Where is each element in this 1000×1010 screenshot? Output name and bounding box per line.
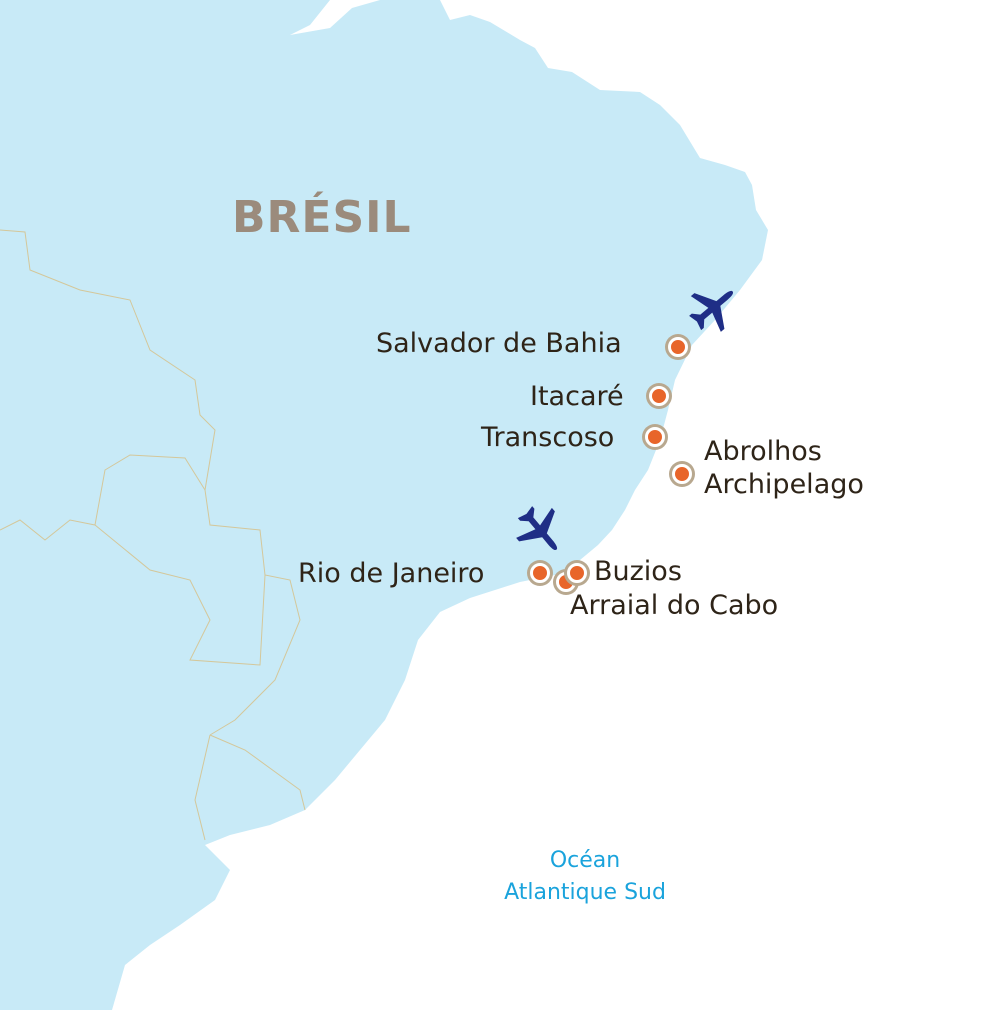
- destination-label[interactable]: Buzios: [594, 556, 682, 587]
- country-borders: [0, 229, 306, 841]
- country-label: BRÉSIL: [232, 192, 412, 243]
- destination-label[interactable]: Itacaré: [530, 381, 624, 412]
- destination-label[interactable]: Abrolhos: [704, 436, 822, 467]
- location-dot-icon[interactable]: [668, 337, 688, 357]
- location-dot-icon[interactable]: [672, 464, 692, 484]
- land-area: [0, 0, 768, 1010]
- airplane-icon: [512, 502, 568, 562]
- location-dot-icon[interactable]: [649, 386, 669, 406]
- airplane-icon: [685, 280, 741, 340]
- destination-label[interactable]: Rio de Janeiro: [298, 558, 485, 589]
- location-dot-icon[interactable]: [530, 563, 550, 583]
- ocean-label-line1: Océan: [549, 848, 621, 873]
- destination-label[interactable]: Salvador de Bahia: [376, 328, 622, 359]
- ocean-label-line2: Atlantique Sud: [504, 880, 666, 905]
- location-dot-icon[interactable]: [567, 563, 587, 583]
- destination-label-line2[interactable]: Archipelago: [704, 469, 864, 500]
- destination-label[interactable]: Transcoso: [481, 422, 615, 453]
- destination-label[interactable]: Arraial do Cabo: [570, 590, 779, 621]
- ocean-label: Océan Atlantique Sud: [480, 845, 690, 909]
- location-dot-icon[interactable]: [645, 427, 665, 447]
